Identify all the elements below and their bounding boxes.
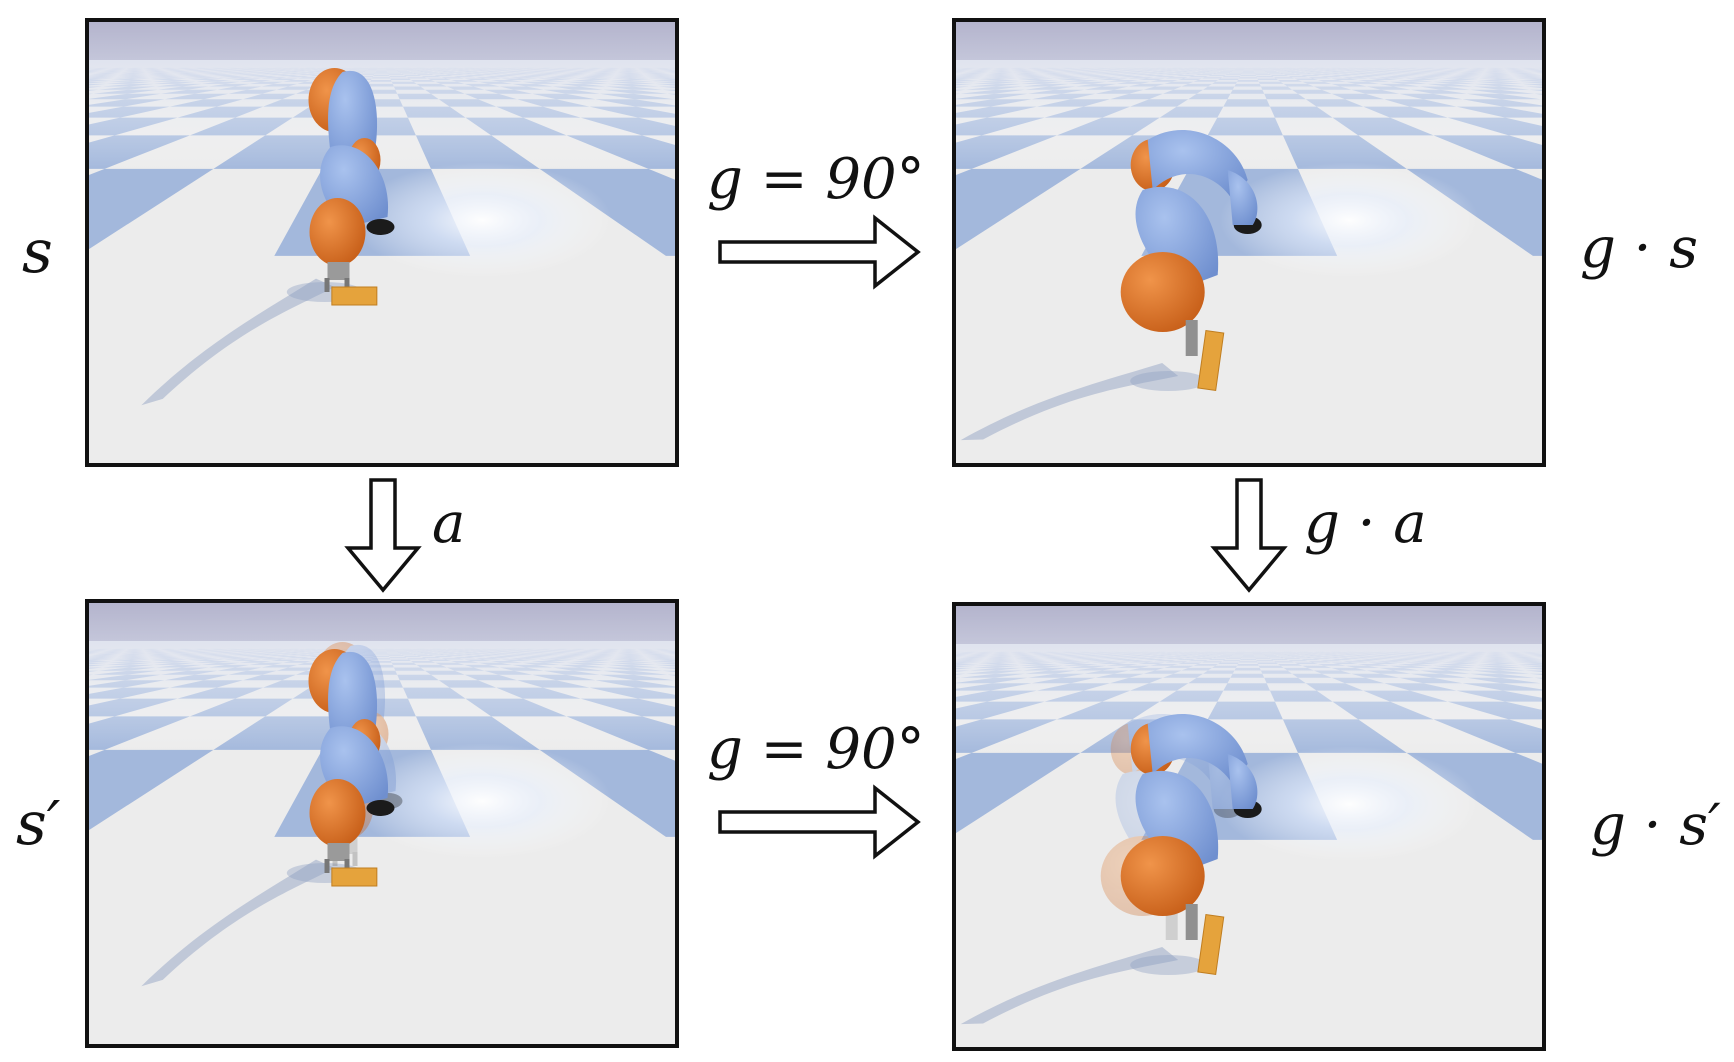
panel-g-s_next [952, 602, 1546, 1051]
label-transformed-action: g · a [1304, 491, 1427, 556]
arrow-right-top [718, 214, 921, 290]
label-state: s [22, 217, 53, 287]
panel-s [85, 18, 679, 467]
label-state-next: s′ [16, 789, 61, 859]
label-transformed-state-next: g · s′ [1590, 793, 1721, 858]
label-group-element-top: g = 90° [707, 147, 925, 212]
arrow-down-left [344, 478, 422, 593]
label-group-element-bottom: g = 90° [707, 717, 925, 782]
label-transformed-state: g · s [1580, 216, 1698, 281]
arrow-down-right [1210, 478, 1288, 593]
panel-s-next [85, 599, 679, 1048]
arrow-right-bottom [718, 784, 921, 860]
panel-g-s [952, 18, 1546, 467]
label-action: a [432, 491, 465, 556]
